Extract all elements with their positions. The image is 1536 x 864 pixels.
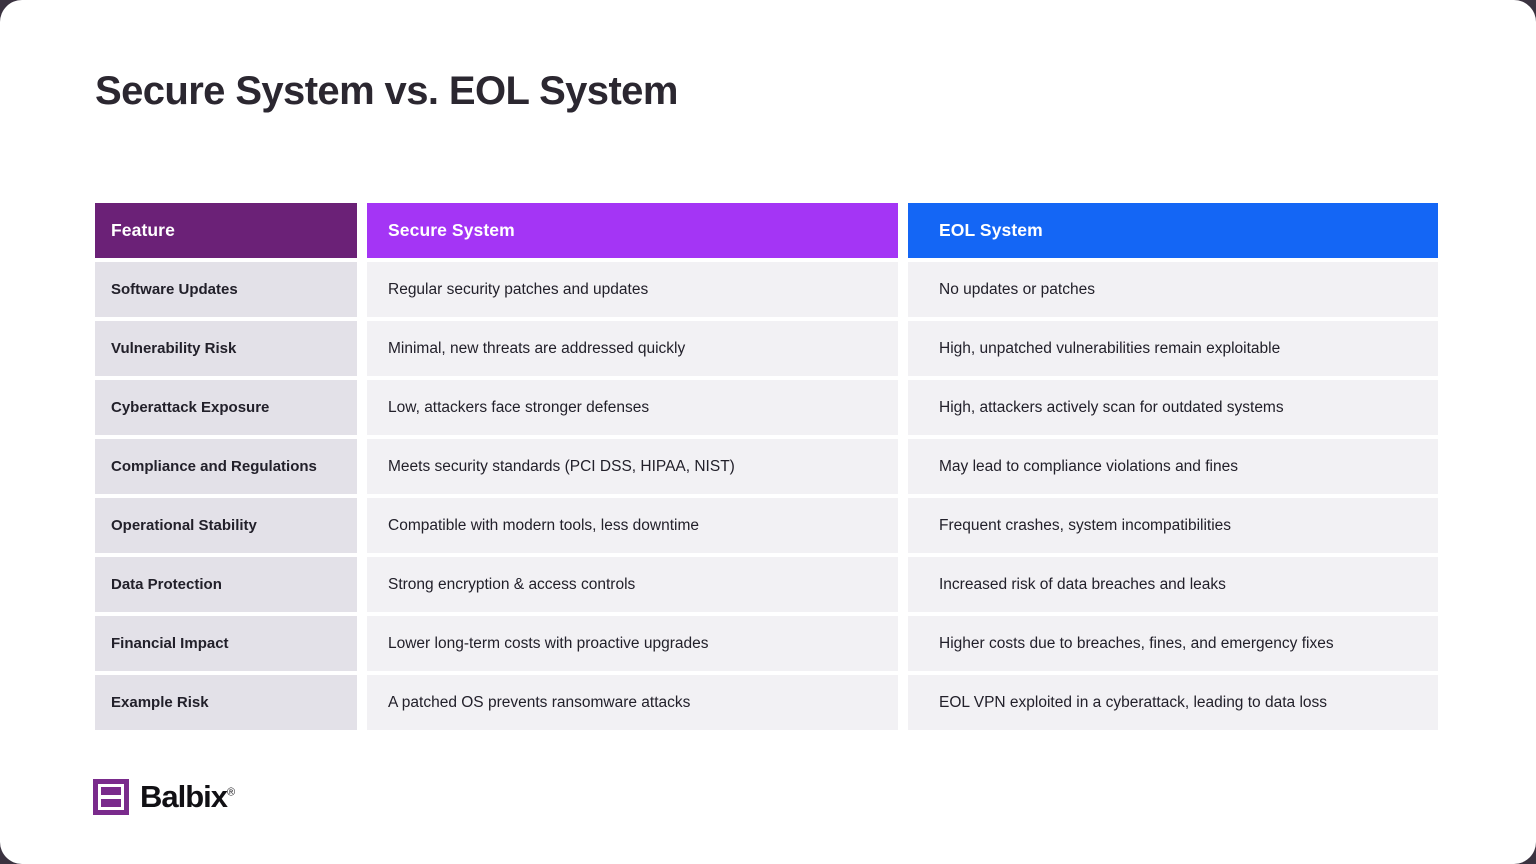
table-row: Operational Stability Compatible with mo… bbox=[95, 498, 1438, 553]
comparison-table: Feature Secure System EOL System Softwar… bbox=[95, 203, 1438, 734]
row-feature-label: Software Updates bbox=[95, 262, 357, 317]
table-row: Vulnerability Risk Minimal, new threats … bbox=[95, 321, 1438, 376]
row-secure-value: Regular security patches and updates bbox=[367, 262, 898, 317]
column-header-feature: Feature bbox=[95, 203, 357, 258]
row-eol-value: Higher costs due to breaches, fines, and… bbox=[908, 616, 1438, 671]
brand-name-text: Balbix bbox=[140, 779, 228, 814]
row-secure-value: Strong encryption & access controls bbox=[367, 557, 898, 612]
table-header-row: Feature Secure System EOL System bbox=[95, 203, 1438, 258]
row-secure-value: Low, attackers face stronger defenses bbox=[367, 380, 898, 435]
row-feature-label: Financial Impact bbox=[95, 616, 357, 671]
row-eol-value: High, unpatched vulnerabilities remain e… bbox=[908, 321, 1438, 376]
table-row: Data Protection Strong encryption & acce… bbox=[95, 557, 1438, 612]
row-secure-value: A patched OS prevents ransomware attacks bbox=[367, 675, 898, 730]
row-eol-value: Frequent crashes, system incompatibiliti… bbox=[908, 498, 1438, 553]
page-title: Secure System vs. EOL System bbox=[95, 69, 678, 113]
brand-logo: Balbix® bbox=[93, 779, 235, 815]
row-secure-value: Minimal, new threats are addressed quick… bbox=[367, 321, 898, 376]
row-secure-value: Compatible with modern tools, less downt… bbox=[367, 498, 898, 553]
table-row: Cyberattack Exposure Low, attackers face… bbox=[95, 380, 1438, 435]
table-row: Software Updates Regular security patche… bbox=[95, 262, 1438, 317]
row-feature-label: Data Protection bbox=[95, 557, 357, 612]
balbix-logo-mark-icon bbox=[93, 779, 129, 815]
row-secure-value: Meets security standards (PCI DSS, HIPAA… bbox=[367, 439, 898, 494]
table-row: Financial Impact Lower long-term costs w… bbox=[95, 616, 1438, 671]
column-header-secure-system: Secure System bbox=[367, 203, 898, 258]
row-secure-value: Lower long-term costs with proactive upg… bbox=[367, 616, 898, 671]
column-header-eol-system: EOL System bbox=[908, 203, 1438, 258]
row-feature-label: Compliance and Regulations bbox=[95, 439, 357, 494]
row-eol-value: EOL VPN exploited in a cyberattack, lead… bbox=[908, 675, 1438, 730]
row-feature-label: Example Risk bbox=[95, 675, 357, 730]
row-eol-value: May lead to compliance violations and fi… bbox=[908, 439, 1438, 494]
row-eol-value: Increased risk of data breaches and leak… bbox=[908, 557, 1438, 612]
row-eol-value: No updates or patches bbox=[908, 262, 1438, 317]
row-feature-label: Operational Stability bbox=[95, 498, 357, 553]
table-row: Example Risk A patched OS prevents ranso… bbox=[95, 675, 1438, 730]
row-eol-value: High, attackers actively scan for outdat… bbox=[908, 380, 1438, 435]
table-row: Compliance and Regulations Meets securit… bbox=[95, 439, 1438, 494]
row-feature-label: Vulnerability Risk bbox=[95, 321, 357, 376]
registered-trademark-icon: ® bbox=[227, 786, 236, 799]
brand-name: Balbix® bbox=[140, 779, 235, 815]
row-feature-label: Cyberattack Exposure bbox=[95, 380, 357, 435]
